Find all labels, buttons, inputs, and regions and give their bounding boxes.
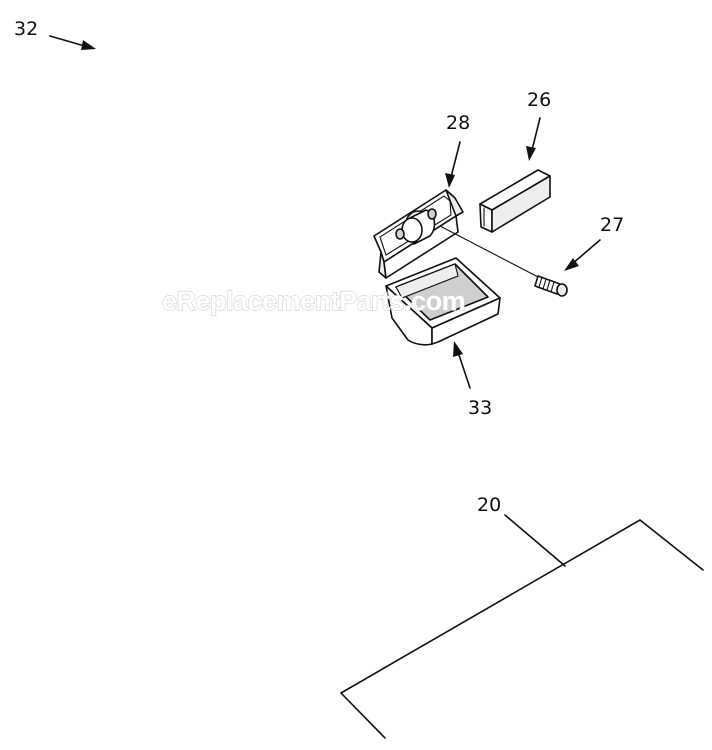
arrow-icon	[564, 239, 601, 271]
callout-26: 26	[526, 89, 551, 161]
part-33-tray	[385, 257, 501, 346]
watermark: eReplacementParts.com	[162, 286, 465, 316]
callout-32: 32	[14, 18, 96, 50]
part-label-28: 28	[446, 112, 470, 134]
part-28-bracket	[373, 189, 541, 279]
part-27-screw	[534, 275, 568, 297]
part-label-27: 27	[600, 214, 624, 236]
callout-20: 20	[477, 494, 566, 567]
callout-28: 28	[445, 112, 470, 188]
arrow-icon	[453, 341, 471, 389]
part-label-26: 26	[527, 89, 551, 111]
callout-33: 33	[453, 341, 492, 419]
part-label-32: 32	[14, 18, 38, 40]
arrow-icon	[445, 141, 461, 188]
part-20-panel	[340, 519, 704, 739]
leader-line-20	[504, 514, 566, 567]
arrow-icon	[526, 117, 541, 161]
part-label-20: 20	[477, 494, 501, 516]
callout-27: 27	[564, 214, 624, 271]
part-label-33: 33	[468, 397, 492, 419]
part-26-bar	[479, 169, 551, 233]
arrow-icon	[49, 35, 96, 50]
